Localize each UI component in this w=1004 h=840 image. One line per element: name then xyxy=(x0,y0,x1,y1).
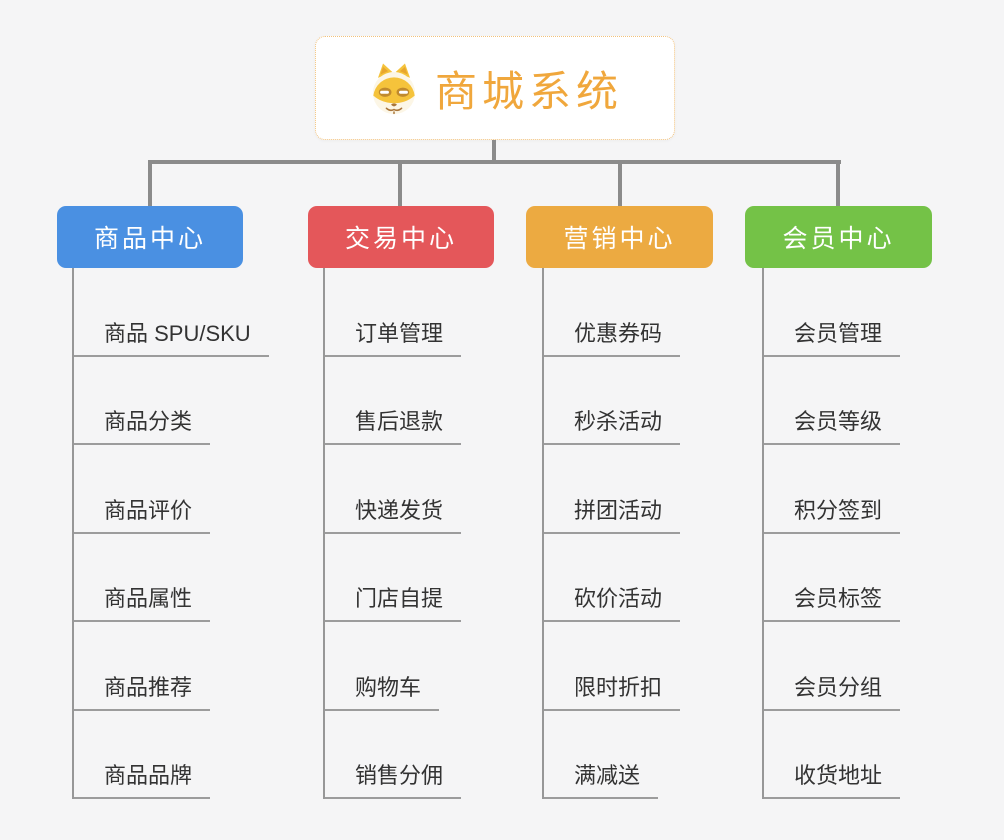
connector-drop-marketing xyxy=(618,160,622,208)
branch-label: 商品中心 xyxy=(93,225,206,253)
connector-branch-line xyxy=(72,268,74,799)
leaf-item[interactable]: 满减送 xyxy=(542,758,659,799)
branch-node-trade[interactable]: 交易中心 xyxy=(308,206,494,268)
leaf-column-marketing: 优惠券码 秒杀活动 拼团活动 砍价活动 限时折扣 满减送 xyxy=(542,268,792,799)
leaf-item[interactable]: 商品评价 xyxy=(72,493,211,534)
leaf-item[interactable]: 商品属性 xyxy=(72,581,211,622)
leaf-item[interactable]: 销售分佣 xyxy=(323,758,462,799)
leaf-item[interactable]: 商品 SPU/SKU xyxy=(72,316,269,357)
leaf-item[interactable]: 商品品牌 xyxy=(72,758,211,799)
leaf-item[interactable]: 订单管理 xyxy=(323,316,462,357)
leaf-column-product: 商品 SPU/SKU 商品分类 商品评价 商品属性 商品推荐 商品品牌 xyxy=(72,268,322,799)
connector-branch-line xyxy=(762,268,764,799)
leaf-item[interactable]: 门店自提 xyxy=(323,581,462,622)
leaf-column-member: 会员管理 会员等级 积分签到 会员标签 会员分组 收货地址 xyxy=(762,268,1004,799)
connector-rail xyxy=(148,160,841,164)
connector-branch-line xyxy=(323,268,325,799)
leaf-item[interactable]: 收货地址 xyxy=(762,758,901,799)
leaf-item[interactable]: 会员标签 xyxy=(762,581,901,622)
leaf-item[interactable]: 限时折扣 xyxy=(542,670,681,711)
branch-label: 交易中心 xyxy=(344,225,457,253)
leaf-item[interactable]: 积分签到 xyxy=(762,493,901,534)
leaf-item[interactable]: 会员分组 xyxy=(762,670,901,711)
branch-label: 会员中心 xyxy=(782,225,895,253)
leaf-item[interactable]: 秒杀活动 xyxy=(542,404,681,445)
leaf-item[interactable]: 优惠券码 xyxy=(542,316,681,357)
branch-node-marketing[interactable]: 营销中心 xyxy=(526,206,713,268)
connector-root-stem xyxy=(492,140,496,164)
leaf-item[interactable]: 购物车 xyxy=(323,670,440,711)
leaf-item[interactable]: 会员管理 xyxy=(762,316,901,357)
connector-drop-member xyxy=(836,160,840,208)
leaf-item[interactable]: 砍价活动 xyxy=(542,581,681,622)
leaf-item[interactable]: 商品分类 xyxy=(72,404,211,445)
connector-drop-product xyxy=(148,160,152,208)
dog-face-icon xyxy=(372,63,416,115)
connector-drop-trade xyxy=(398,160,402,208)
branch-label: 营销中心 xyxy=(563,225,676,253)
branch-node-member[interactable]: 会员中心 xyxy=(745,206,932,268)
leaf-item[interactable]: 快递发货 xyxy=(323,493,462,534)
leaf-column-trade: 订单管理 售后退款 快递发货 门店自提 购物车 销售分佣 xyxy=(323,268,573,799)
connector-branch-line xyxy=(542,268,544,799)
leaf-item[interactable]: 拼团活动 xyxy=(542,493,681,534)
root-node[interactable]: 商城系统 xyxy=(315,36,675,140)
leaf-item[interactable]: 售后退款 xyxy=(323,404,462,445)
leaf-item[interactable]: 商品推荐 xyxy=(72,670,211,711)
root-title: 商城系统 xyxy=(434,67,623,115)
leaf-item[interactable]: 会员等级 xyxy=(762,404,901,445)
branch-node-product[interactable]: 商品中心 xyxy=(57,206,243,268)
